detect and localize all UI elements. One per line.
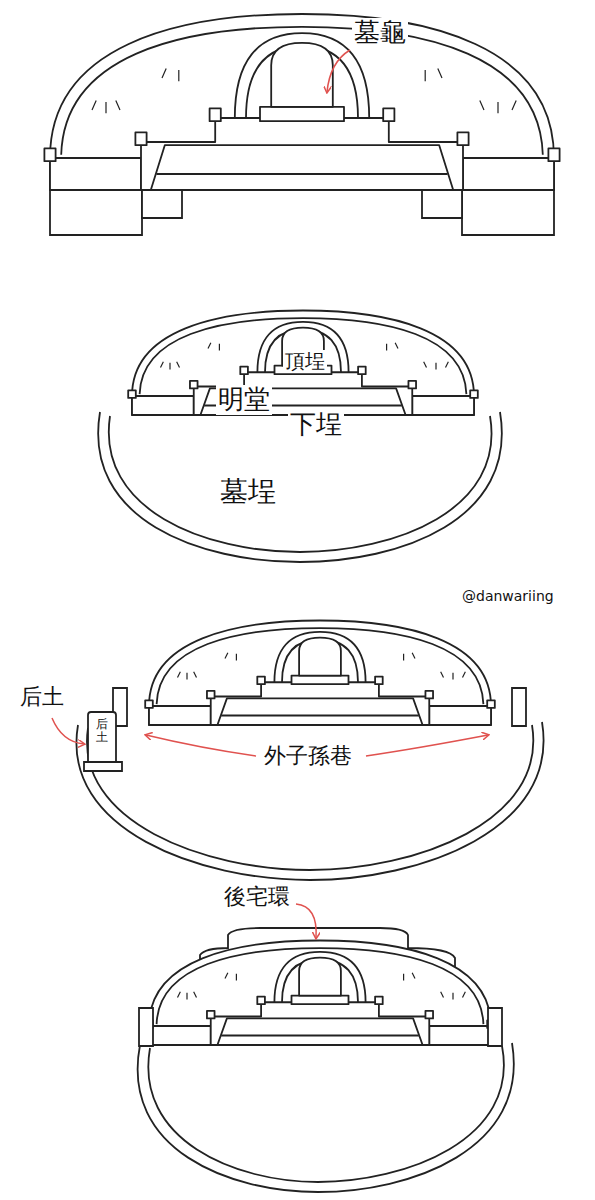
part-label: 墓龜 [352, 18, 408, 48]
watermark: @danwariing [460, 588, 556, 604]
part-label: 後宅環 [222, 884, 292, 909]
part-label: 墓埕 [218, 476, 278, 508]
tablet-text: 后土 [96, 718, 108, 744]
part-label: 后土 [18, 684, 66, 709]
part-label: 外子孫巷 [262, 743, 354, 768]
part-label: 下埕 [288, 410, 344, 440]
part-label: 頂埕 [283, 350, 327, 373]
part-label: 明堂 [216, 385, 272, 415]
